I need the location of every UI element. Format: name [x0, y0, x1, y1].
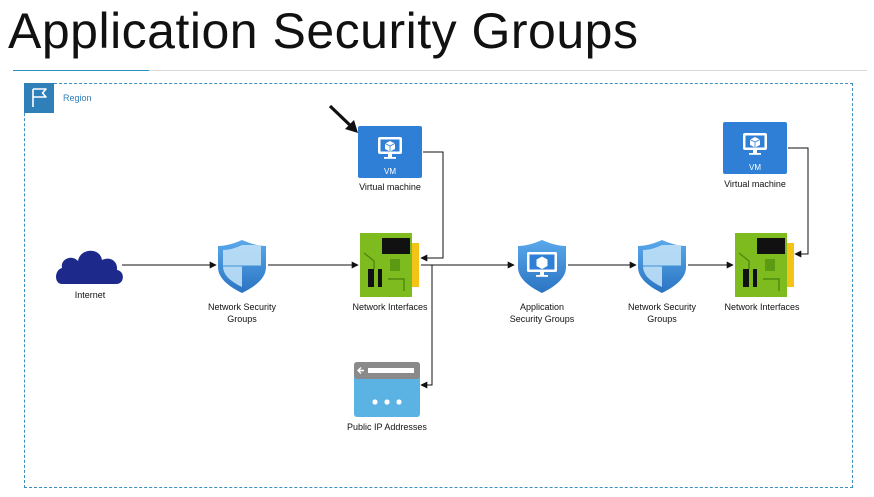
vm-badge-left: VM — [384, 167, 396, 176]
vm-icon — [358, 126, 422, 178]
label-internet: Internet — [74, 290, 106, 300]
label-nsg-right: Network Security Groups — [627, 302, 697, 324]
label-nic-right: Network Interfaces — [724, 302, 800, 312]
label-asg: Application Security Groups — [509, 302, 575, 324]
public-ip-icon — [354, 362, 420, 417]
pointer-arrow-head — [345, 120, 358, 133]
page-title: Application Security Groups — [8, 3, 639, 59]
label-vm-left: Virtual machine — [359, 182, 421, 192]
edge-nic-publicip — [420, 265, 433, 389]
shield-icon — [218, 240, 266, 293]
cloud-icon — [56, 250, 123, 284]
vm-badge-right: VM — [749, 163, 761, 172]
label-nic-left: Network Interfaces — [352, 302, 428, 312]
nic-icon — [735, 233, 794, 297]
label-public-ip: Public IP Addresses — [347, 422, 427, 432]
region-flag-icon — [24, 83, 54, 113]
asg-shield-icon — [518, 240, 566, 293]
region-boundary — [24, 83, 853, 488]
title-divider — [149, 70, 867, 71]
shield-icon — [638, 240, 686, 293]
nic-icon — [360, 233, 419, 297]
edge-vm-nic-left — [420, 151, 444, 262]
edge-vm-nic-right — [788, 147, 809, 258]
vm-icon — [723, 122, 787, 174]
label-vm-right: Virtual machine — [724, 179, 786, 189]
label-nsg-left: Network Security Groups — [207, 302, 277, 324]
region-label: Region — [63, 93, 92, 103]
title-underline — [13, 70, 149, 71]
